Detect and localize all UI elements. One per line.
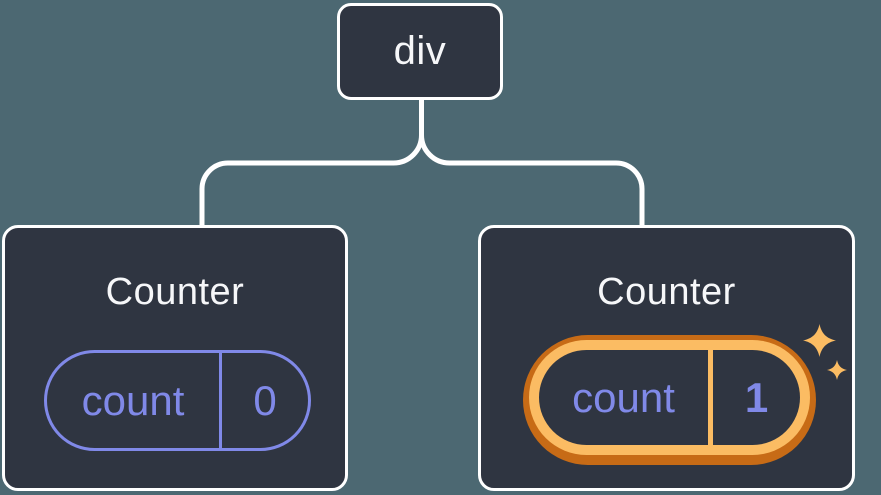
state-value-label: 0 xyxy=(253,376,277,424)
state-key-label: count xyxy=(572,373,675,421)
state-key-cell: count xyxy=(539,350,708,445)
counter-left-title: Counter xyxy=(105,271,245,313)
state-pill-left: count 0 xyxy=(44,350,311,451)
pill-divider xyxy=(708,350,713,445)
state-pill-right: count 1 xyxy=(539,350,800,445)
pill-divider xyxy=(219,353,222,448)
highlight-ring: count 1 xyxy=(529,340,810,455)
counter-card-left: Counter count 0 xyxy=(2,225,348,491)
root-node-label: div xyxy=(393,29,447,73)
state-value-label: 1 xyxy=(744,373,769,421)
sparkle-icon-small xyxy=(827,360,847,380)
counter-card-right: Counter count 1 xyxy=(478,225,855,491)
counter-right-title: Counter xyxy=(597,271,736,313)
sparkle-icon-large xyxy=(803,324,836,357)
state-value-cell: 0 xyxy=(222,353,308,448)
state-key-label: count xyxy=(81,376,185,424)
root-node-div: div xyxy=(337,3,503,100)
connector-left-branch xyxy=(199,98,424,229)
highlighted-state-pill: count 1 xyxy=(523,335,816,465)
connector-right-branch xyxy=(419,98,645,229)
state-key-cell: count xyxy=(47,353,219,448)
state-value-cell: 1 xyxy=(713,350,800,445)
